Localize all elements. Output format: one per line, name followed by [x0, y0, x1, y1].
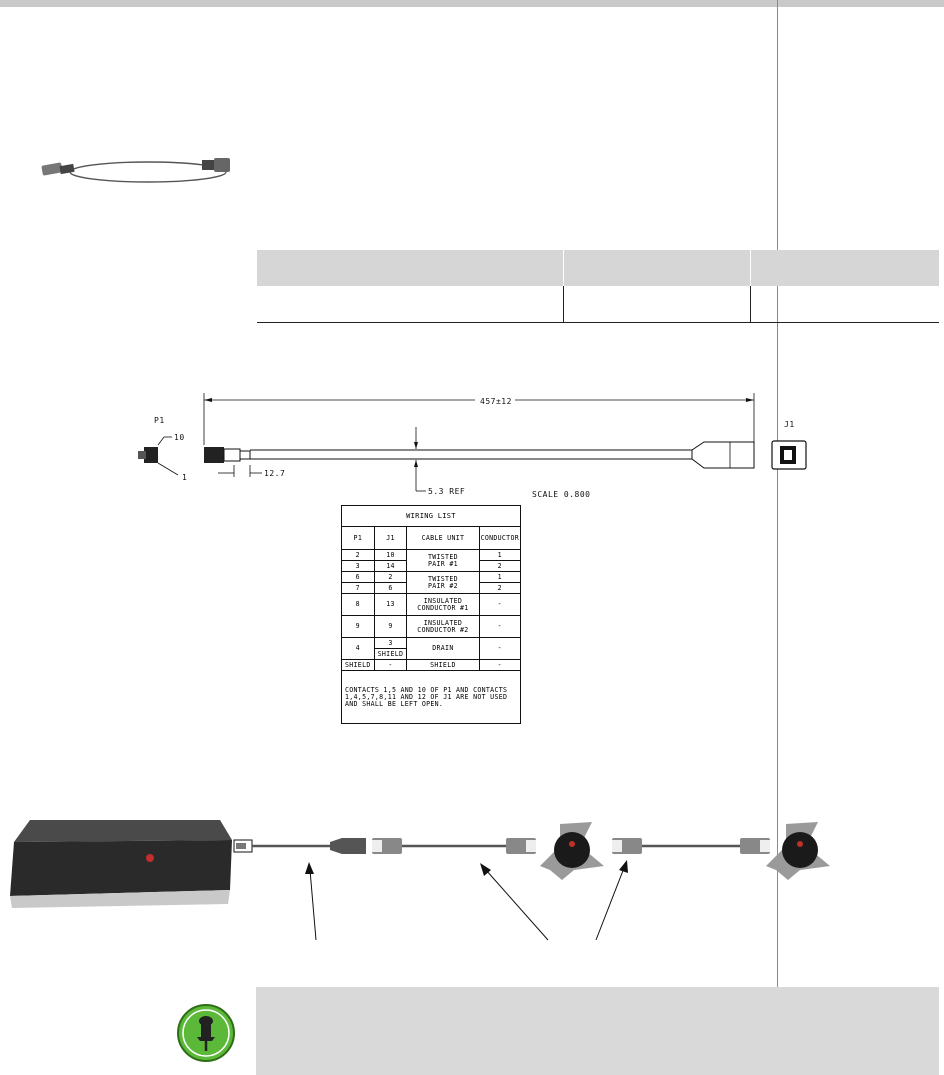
p1-cell: 2	[341, 549, 375, 561]
pin-1-label: 1	[182, 473, 187, 482]
spec-header-cell	[563, 250, 751, 286]
column-header: CABLE UNIT	[406, 526, 480, 550]
j1-cell: 9	[373, 615, 408, 638]
table-row: 4 3 DRAIN -	[341, 637, 522, 660]
unit-cell: INSULATED CONDUCTOR #1	[406, 593, 480, 616]
p1-cell: 6	[341, 571, 375, 583]
spec-table-header-row	[257, 250, 939, 286]
spec-header-cell	[750, 250, 939, 286]
pushpin-note-icon	[177, 1004, 235, 1062]
spec-table	[257, 250, 939, 323]
conductor-cell: -	[478, 659, 522, 671]
conductor-cell: 2	[478, 582, 522, 594]
p1-cell: 7	[341, 582, 375, 594]
p1-cell: 8	[341, 593, 375, 616]
p1-cell: 3	[341, 560, 375, 572]
column-header: P1	[341, 526, 375, 550]
wiring-list-table: WIRING LIST P1 J1 CABLE UNIT CONDUCTOR 2…	[341, 505, 522, 724]
spec-table-row	[257, 286, 939, 323]
stub-dimension: 12.7	[264, 469, 285, 478]
j1-cell: 3	[373, 637, 408, 649]
length-dimension: 457±12	[480, 397, 512, 406]
column-header: CONDUCTOR	[478, 526, 522, 550]
conductor-cell: 1	[478, 571, 522, 583]
connection-diagram	[10, 820, 830, 941]
spec-header-cell	[257, 250, 564, 286]
spec-cell	[257, 286, 564, 323]
cable-icon	[41, 158, 230, 183]
scale-label: SCALE 0.800	[532, 490, 590, 499]
unit-cell: TWISTED	[427, 574, 458, 583]
note-box	[256, 987, 939, 1075]
conductor-cell: -	[478, 593, 522, 616]
margin-rule	[777, 0, 778, 1075]
j1-cell: -	[373, 659, 408, 671]
conductor-cell: 2	[478, 560, 522, 572]
j1-cell: SHIELD	[373, 648, 408, 660]
codec-unit-icon	[10, 820, 232, 908]
j1-cell: 6	[373, 582, 408, 594]
pin-10-label: 10	[174, 433, 185, 442]
spec-cell	[563, 286, 751, 323]
unit-cell: PAIR #1	[427, 559, 458, 568]
unit-cell: INSULATED CONDUCTOR #2	[406, 615, 480, 638]
j1-cell: 2	[373, 571, 408, 583]
p1-cell: 4	[341, 637, 375, 660]
microphone-pod-icon	[540, 822, 604, 880]
page-top-bar	[0, 0, 944, 7]
j1-cell: 14	[373, 560, 408, 572]
conductor-cell: -	[478, 637, 522, 660]
p1-label: P1	[154, 416, 165, 425]
microphone-pod-icon	[766, 822, 830, 880]
table-row: SHIELD - SHIELD -	[341, 659, 522, 671]
unit-cell: DRAIN	[406, 637, 480, 660]
table-row: 8 13 INSULATED CONDUCTOR #1 -	[341, 593, 522, 616]
spec-cell	[750, 286, 939, 323]
j1-cell: 13	[373, 593, 408, 616]
wiring-notes: CONTACTS 1,5 AND 10 OF P1 AND CONTACTS 1…	[341, 670, 521, 724]
j1-cell: 10	[373, 549, 408, 561]
cable-drawing: 457±12 P1 10 1 5.3 REF 12.7 SCALE 0.800 …	[138, 393, 807, 499]
unit-cell: TWISTED	[427, 552, 458, 561]
wiring-list-title: WIRING LIST	[341, 505, 521, 527]
p1-cell: 9	[341, 615, 375, 638]
table-row: 9 9 INSULATED CONDUCTOR #2 -	[341, 615, 522, 638]
p1-cell: SHIELD	[341, 659, 375, 671]
conductor-cell: 1	[478, 549, 522, 561]
j1-label: J1	[784, 420, 795, 429]
diameter-dimension: 5.3 REF	[428, 487, 465, 496]
unit-cell: SHIELD	[406, 659, 480, 671]
unit-cell: PAIR #2	[427, 581, 458, 590]
conductor-cell: -	[478, 615, 522, 638]
column-header: J1	[373, 526, 408, 550]
